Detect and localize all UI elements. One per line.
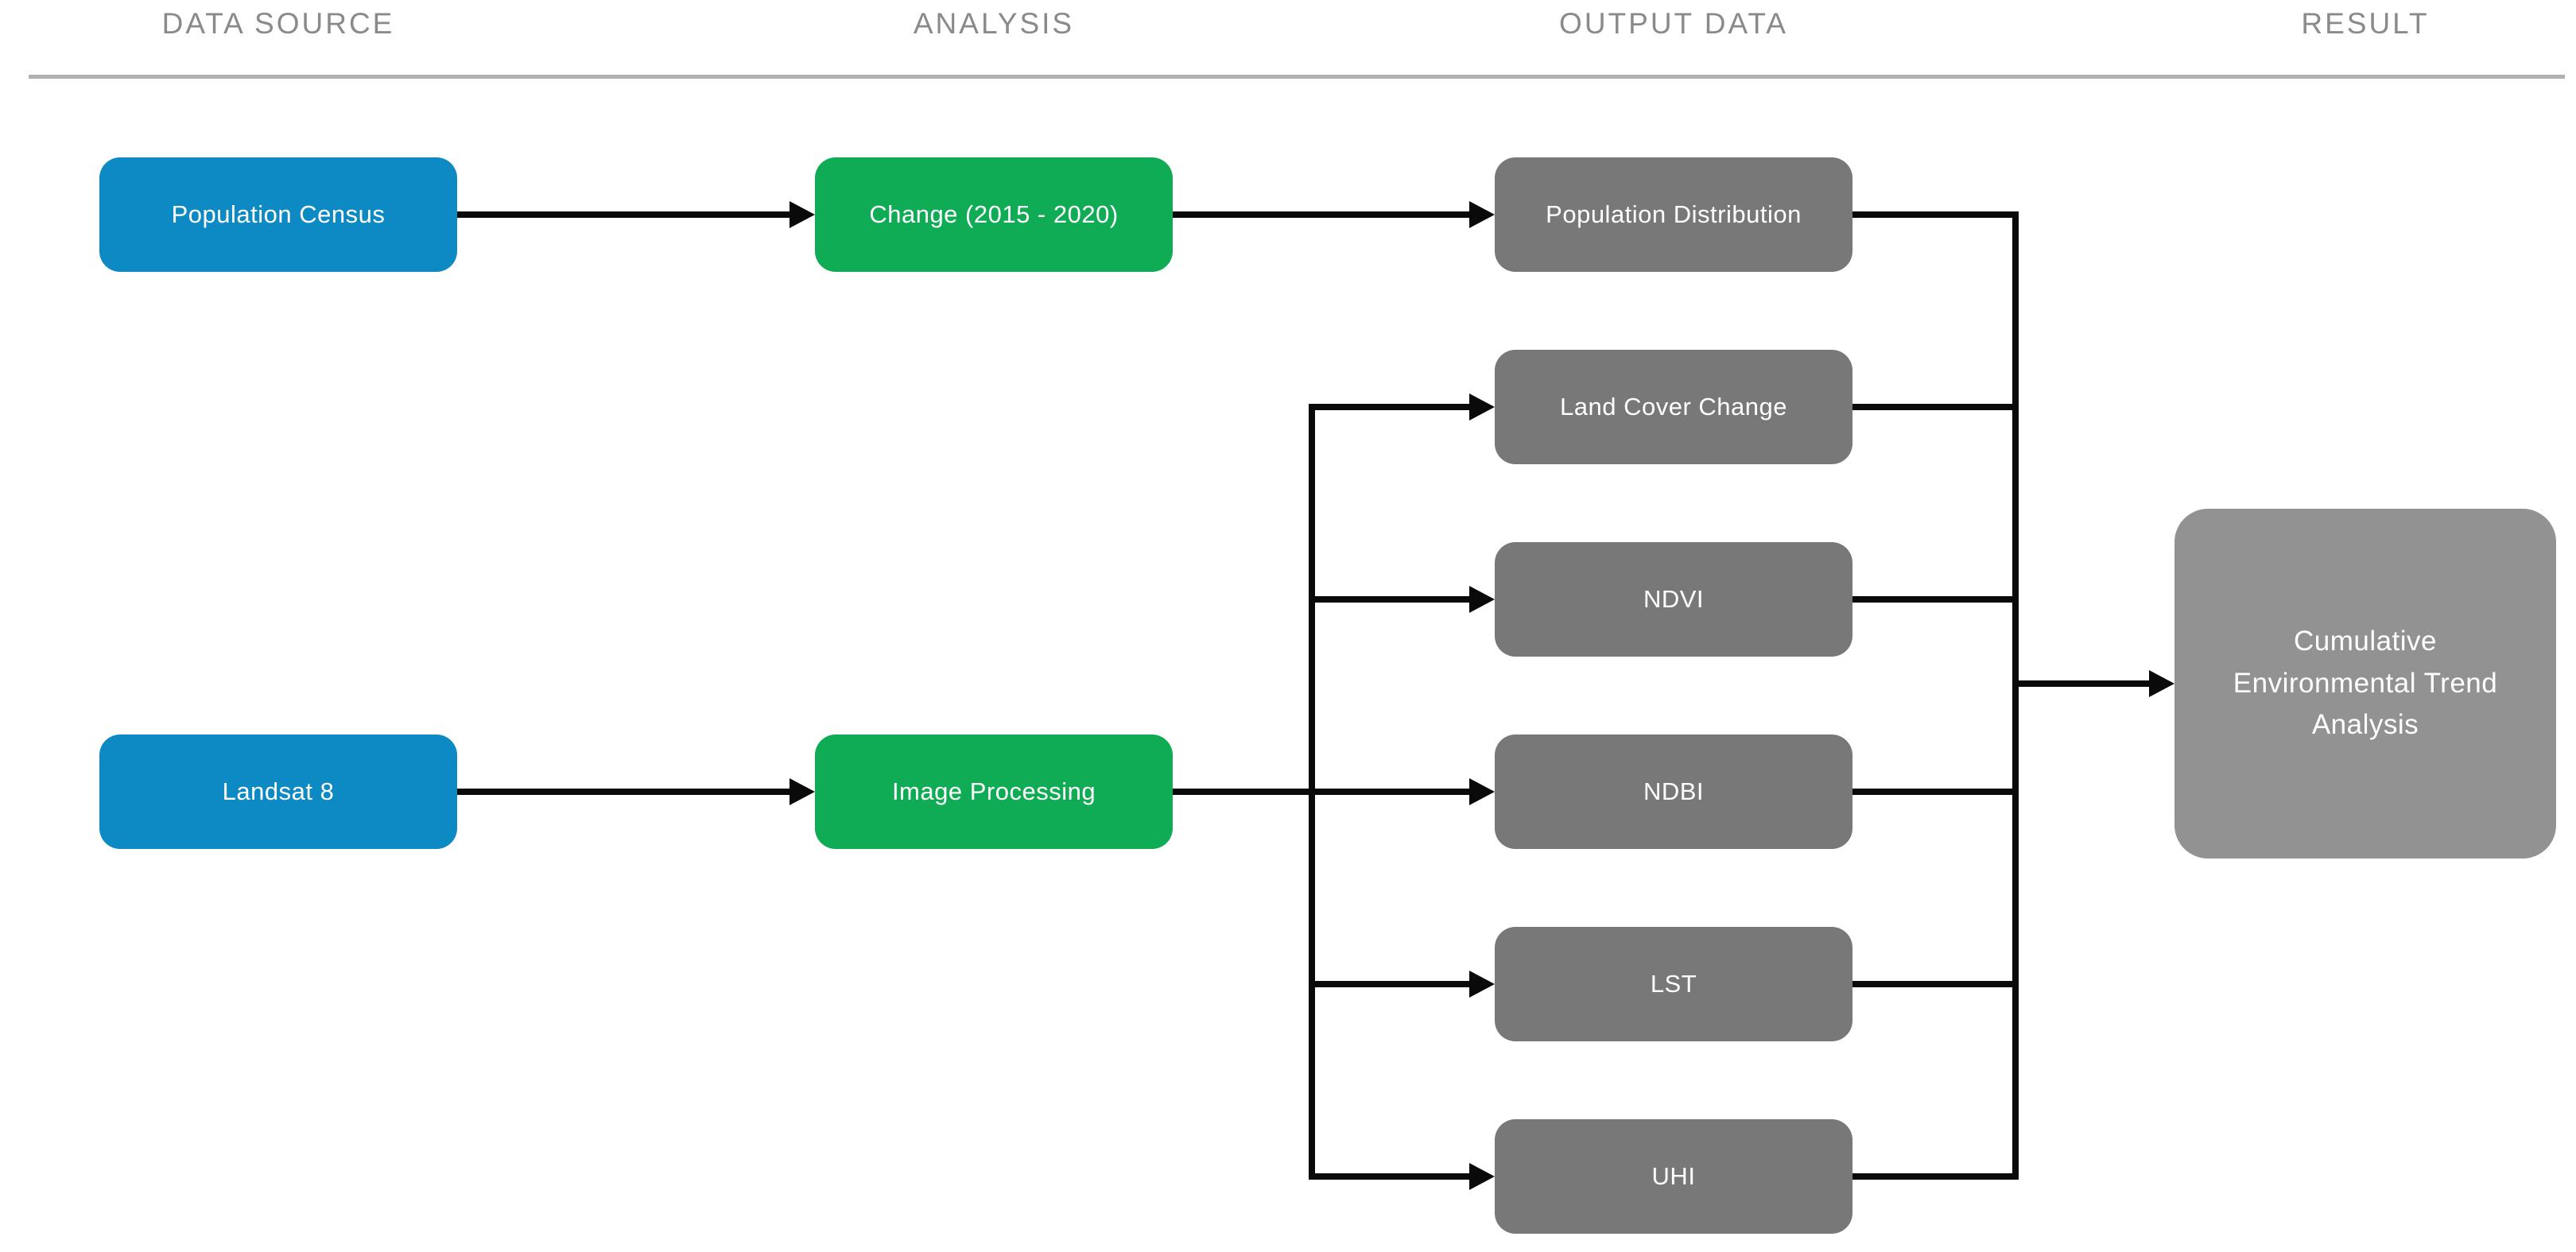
node-lst: LST [1495,927,1852,1041]
arrowhead-icon [789,778,815,805]
edge-line-census-to-change [457,211,794,218]
edge-line-popdist-to-bus [1852,211,2019,218]
header-divider-line [29,75,2565,79]
node-landsat-8: Landsat 8 [99,735,457,849]
node-uhi: UHI [1495,1119,1852,1234]
arrowhead-icon [789,201,815,228]
edge-line-imgproc-to-lst [1309,981,1469,987]
node-population-distribution: Population Distribution [1495,157,1852,272]
node-land-cover-change: Land Cover Change [1495,350,1852,464]
edge-line-imgproc-to-ndbi [1173,789,1469,795]
node-ndbi: NDBI [1495,735,1852,849]
arrowhead-icon [1469,201,1495,228]
edge-line-imgproc-to-ndvi [1309,596,1469,603]
arrowhead-icon [1469,778,1495,805]
edge-line-imgproc-to-landcover [1309,404,1469,410]
column-header-result: RESULT [2301,7,2430,40]
column-header-analysis: ANALYSIS [913,7,1075,40]
arrowhead-icon [1469,586,1495,613]
column-header-data-source: DATA SOURCE [161,7,395,40]
edge-line-landcover-to-bus [1852,404,2019,410]
edge-line-change-to-popdist [1173,211,1469,218]
edge-line-output-collector [2012,211,2019,1180]
edge-line-bus-to-result [2012,680,2151,687]
edge-line-ndbi-to-bus [1852,789,2019,795]
node-cumulative-environmental-trend-analysis: Cumulative Environmental Trend Analysis [2174,509,2556,859]
node-image-processing: Image Processing [815,735,1173,849]
edge-line-imgproc-to-uhi [1309,1173,1469,1180]
arrowhead-icon [1469,393,1495,421]
edge-line-ndvi-to-bus [1852,596,2019,603]
arrowhead-icon [1469,1163,1495,1190]
edge-line-landsat-to-imgproc [457,789,794,795]
node-ndvi: NDVI [1495,542,1852,657]
arrowhead-icon [1469,971,1495,998]
edge-line-lst-to-bus [1852,981,2019,987]
column-header-output-data: OUTPUT DATA [1559,7,1788,40]
arrowhead-icon [2149,670,2174,697]
node-change-2015-2020: Change (2015 - 2020) [815,157,1173,272]
edge-line-uhi-to-bus [1852,1173,2019,1180]
node-population-census: Population Census [99,157,457,272]
